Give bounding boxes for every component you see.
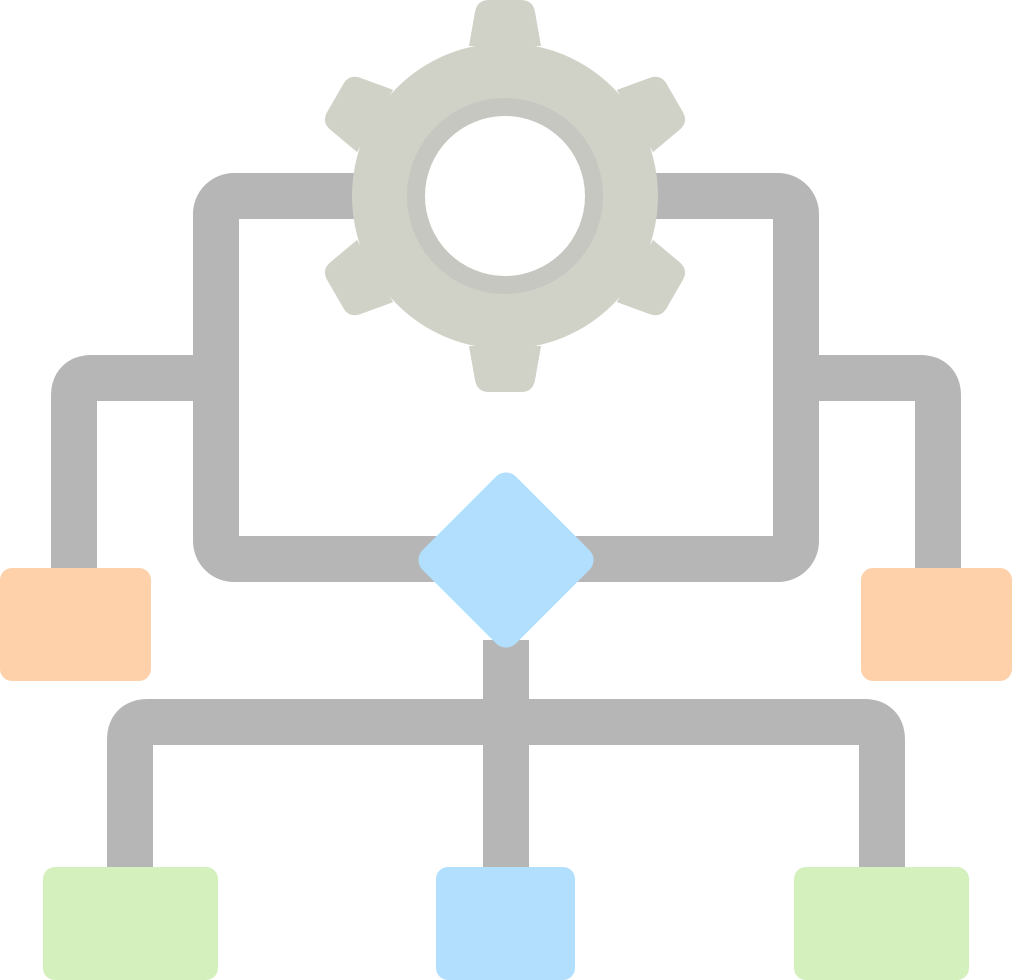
gear-tooth [324,239,394,316]
gear-icon [324,0,686,392]
gear-hole [425,116,585,276]
center-child-node [436,867,575,980]
right-side-node [861,568,1012,681]
left-branch-line [51,355,216,570]
gear-tooth [469,0,541,46]
gear-tooth [324,76,394,153]
gear-teeth [324,0,686,392]
right-child-node [794,867,969,980]
left-side-node [0,568,151,681]
decision-diamond [418,472,594,648]
gear-tooth [469,346,541,392]
gear-tooth [616,76,686,153]
gear-tooth [616,239,686,316]
right-branch-line [796,355,961,570]
left-child-node [43,867,218,980]
